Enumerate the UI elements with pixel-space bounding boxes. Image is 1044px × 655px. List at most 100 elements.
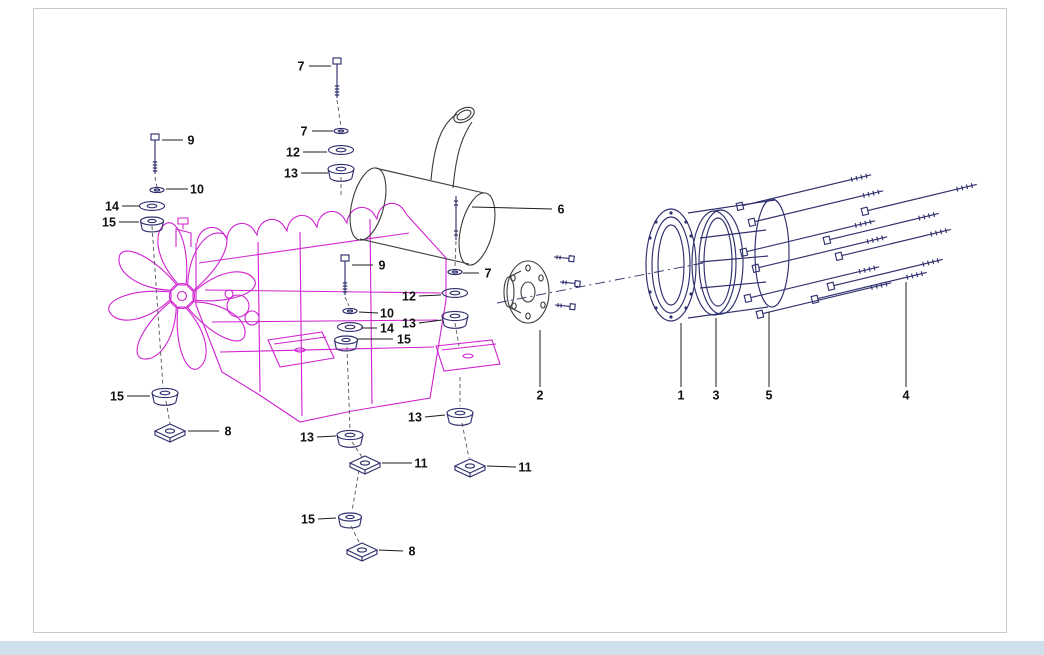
callout-4: 4 xyxy=(903,389,910,403)
washer-14-mid xyxy=(336,322,364,332)
housing-bolt xyxy=(735,170,873,211)
callout-15: 15 xyxy=(102,216,116,230)
callout-15: 15 xyxy=(397,333,411,347)
callout-1: 1 xyxy=(678,389,685,403)
callout-3: 3 xyxy=(713,389,720,403)
callout-5: 5 xyxy=(766,389,773,403)
mount-15-lower-left xyxy=(151,387,179,406)
flange-bolt xyxy=(553,253,575,263)
plate-8-bottom xyxy=(346,542,378,562)
callout-13: 13 xyxy=(300,431,314,445)
callout-leader-15 xyxy=(317,517,337,520)
plate-8-left xyxy=(154,423,186,443)
washer-10-mid xyxy=(342,307,358,315)
callout-leader-13 xyxy=(316,435,337,438)
callout-7: 7 xyxy=(485,267,492,281)
assembly-dash-line xyxy=(151,225,164,388)
callout-14: 14 xyxy=(380,322,394,336)
callout-9: 9 xyxy=(379,259,386,273)
engine-block-lines xyxy=(198,218,443,417)
assembly-dash-line xyxy=(165,400,171,425)
fixture-layer xyxy=(349,106,550,324)
assembly-dash-line xyxy=(344,296,350,307)
callout-10: 10 xyxy=(190,183,204,197)
callout-2: 2 xyxy=(537,389,544,403)
plate-11-mid xyxy=(349,455,381,475)
housing-bolt xyxy=(834,225,953,261)
callout-15: 15 xyxy=(301,513,315,527)
assembly-dash-line xyxy=(336,99,342,128)
callout-14: 14 xyxy=(105,200,119,214)
assembly-dash-line xyxy=(454,322,460,347)
callout-leader-12 xyxy=(418,294,442,297)
housing-bolt xyxy=(826,255,945,291)
callout-7: 7 xyxy=(298,60,305,74)
assembly-dash-line xyxy=(461,422,470,459)
engine-mount-bracket-mid xyxy=(267,331,335,368)
bottom-band xyxy=(0,641,1044,655)
bell-housing-front-ring xyxy=(645,208,697,322)
centerline xyxy=(496,262,704,304)
housing-bolt xyxy=(747,186,885,227)
ring-13-right xyxy=(441,310,469,329)
exhaust-stub xyxy=(175,217,192,247)
callout-leader-10 xyxy=(358,311,379,314)
callout-6: 6 xyxy=(558,203,565,217)
callout-leader-11 xyxy=(486,465,517,468)
callout-leader-8 xyxy=(378,549,404,552)
washer-14-left xyxy=(138,201,166,211)
callout-9: 9 xyxy=(188,134,195,148)
callout-12: 12 xyxy=(286,146,300,160)
engine-mount-bracket-right xyxy=(435,339,501,372)
callout-12: 12 xyxy=(402,290,416,304)
assembly-dash-line xyxy=(346,346,351,430)
mount-13-mid xyxy=(336,429,364,448)
washer-10-left xyxy=(149,186,165,194)
flange-bolt xyxy=(554,301,576,311)
callout-11: 11 xyxy=(518,461,531,475)
washer-12-top xyxy=(327,145,355,155)
assembly-dash-line xyxy=(454,240,457,267)
washer-7-top xyxy=(333,127,349,135)
assembly-dash-line xyxy=(350,525,361,545)
mount-13-right xyxy=(446,407,474,426)
engine-block-outline xyxy=(195,214,447,423)
assembly-dash-line xyxy=(351,469,360,512)
callout-11: 11 xyxy=(414,457,427,471)
housing-bolt xyxy=(739,216,877,257)
mount-15-bottom xyxy=(337,512,363,529)
housing-gasket-ring xyxy=(691,209,744,316)
flange-bolt xyxy=(559,278,581,288)
exhaust-pipe xyxy=(430,106,475,189)
callout-13: 13 xyxy=(402,317,416,331)
assembly-dash-line xyxy=(154,176,158,188)
stud-6 xyxy=(453,195,459,241)
callout-13: 13 xyxy=(284,167,298,181)
housing-bolt xyxy=(860,180,979,216)
housing-bolts xyxy=(735,170,979,319)
valve-cover-humps xyxy=(196,202,408,244)
washer-7-right xyxy=(447,268,463,276)
flange-bolts xyxy=(553,253,581,311)
callout-leader-13 xyxy=(424,414,446,418)
cooling-fan xyxy=(108,222,256,370)
housing-bolt xyxy=(822,209,941,245)
callout-8: 8 xyxy=(225,425,232,439)
pulleys xyxy=(224,289,260,326)
bolt-9-mid xyxy=(340,254,350,296)
bolt-9-left xyxy=(150,133,160,175)
callout-leader-6 xyxy=(471,206,553,210)
bolt-7-top xyxy=(332,57,342,99)
bell-housing-assembly xyxy=(496,170,979,322)
callout-7: 7 xyxy=(301,125,308,139)
callout-13: 13 xyxy=(408,411,422,425)
flange-coupling xyxy=(503,260,550,324)
engine-illustration xyxy=(108,202,501,423)
assembly-dash-line xyxy=(351,441,363,458)
callout-15: 15 xyxy=(110,390,124,404)
assembly-dash-lines xyxy=(151,99,470,545)
callout-8: 8 xyxy=(409,545,416,559)
